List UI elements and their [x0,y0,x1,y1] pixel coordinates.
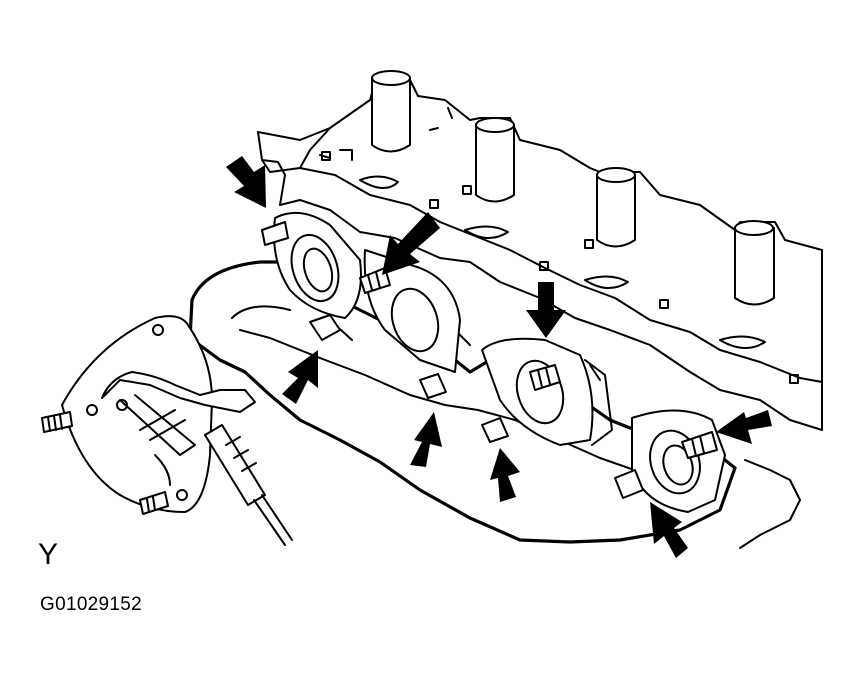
callout-arrow-6 [490,448,520,502]
port-flange-1 [273,211,362,319]
callout-arrows [226,156,772,558]
nut-4 [614,469,644,499]
spark-plug-tube-4 [734,220,775,306]
callout-arrow-3 [526,282,566,338]
stud-4 [681,431,718,459]
port-flange-2 [363,249,461,373]
nut-1 [309,314,341,341]
callout-arrow-8 [650,502,688,558]
outlet-stud-upper [41,411,73,433]
spark-plug-tube-3 [596,167,636,248]
callout-arrow-1 [226,156,266,208]
nut-2 [419,373,447,399]
oxygen-sensor [204,424,293,546]
port-flange-3 [481,337,613,446]
stud-1 [261,221,289,246]
port-flange-4 [631,409,726,513]
spark-plug-tube-1 [371,70,411,153]
outlet-stud-lower [139,491,169,515]
outlet-flange [61,315,213,513]
stud-3 [529,364,561,391]
callout-arrow-4 [282,350,318,404]
spark-plug-tube-2 [475,117,515,203]
figure-id-label: G01029152 [40,594,143,615]
callout-arrow-5 [410,412,442,467]
bracket [101,371,256,486]
view-label: Y [38,538,59,571]
callout-arrow-7 [716,410,772,444]
nut-3 [481,417,509,443]
callout-arrow-2 [382,212,440,275]
exhaust-manifold [41,211,737,546]
